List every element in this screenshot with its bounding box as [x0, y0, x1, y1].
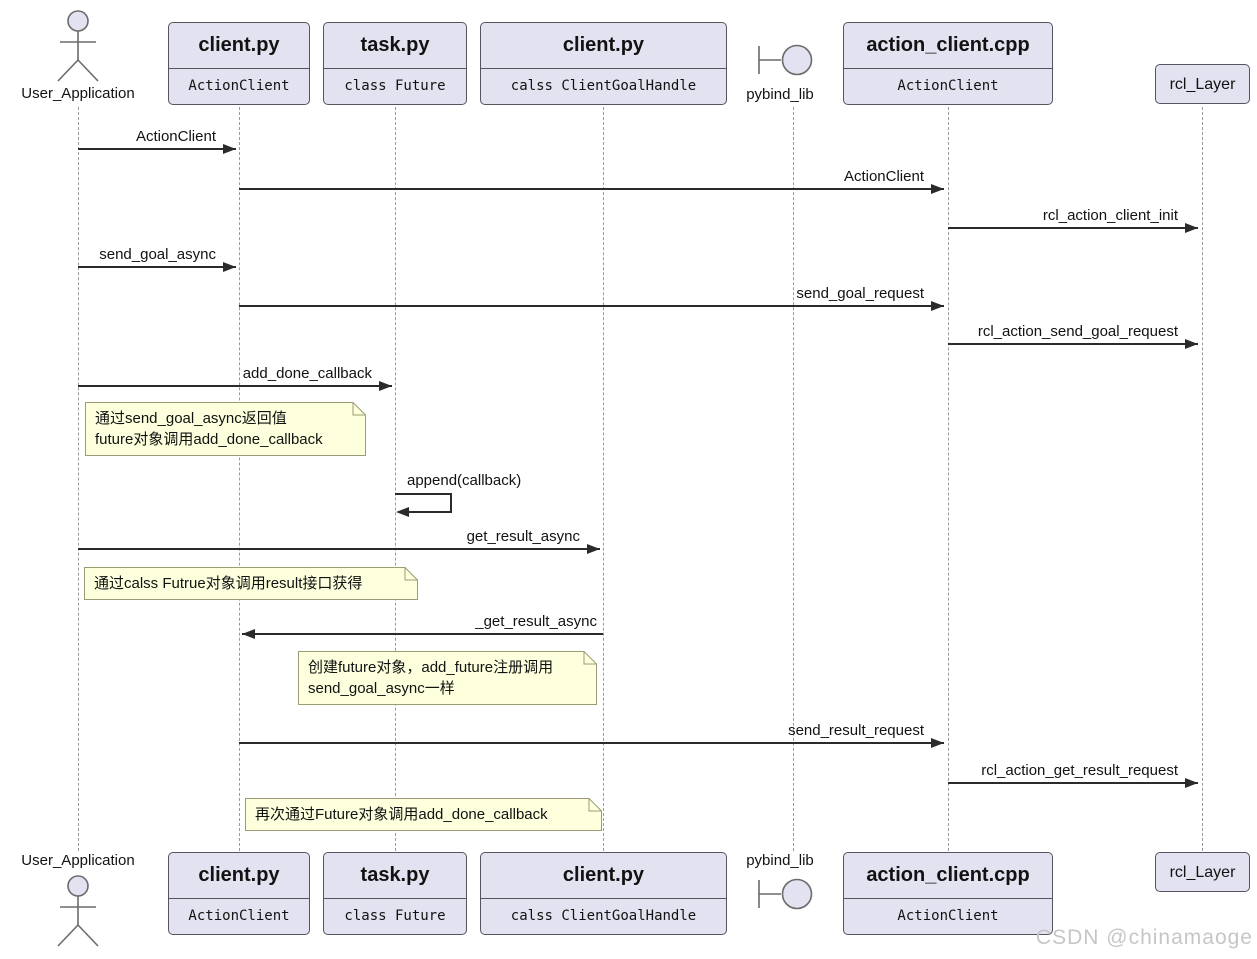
message-5-line — [948, 343, 1198, 345]
message-7-line-top — [395, 493, 450, 495]
message-2-label: rcl_action_client_init — [1042, 207, 1178, 224]
message-4-label: send_goal_request — [796, 285, 924, 302]
message-10-label: send_result_request — [788, 722, 924, 739]
lifeline-user-application — [78, 107, 79, 851]
participant-task-py-future-title: task.py — [360, 34, 430, 56]
participant-client-py-clientgoalhandle-bottom: client.py calss ClientGoalHandle — [480, 852, 727, 935]
note-2-shape — [298, 651, 597, 705]
message-6-arrowhead — [379, 381, 392, 391]
message-2-line — [948, 227, 1198, 229]
note-3-text: 再次通过Future对象调用add_done_callback — [255, 806, 548, 823]
message-8-line — [78, 548, 600, 550]
participant-client-py-clientgoalhandle-subtitle: calss ClientGoalHandle — [481, 68, 726, 104]
lifeline-client-py-clientgoalhandle — [603, 107, 604, 851]
participant-rcl-layer-bottom: rcl_Layer — [1155, 852, 1250, 892]
message-4-line — [239, 305, 944, 307]
participant-client-py-clientgoalhandle-subtitle: calss ClientGoalHandle — [481, 898, 726, 934]
message-11-arrowhead — [1185, 778, 1198, 788]
message-7-arrowhead — [396, 507, 409, 517]
participant-client-py-clientgoalhandle-title: client.py — [562, 34, 645, 56]
message-7-line-right — [450, 493, 452, 511]
message-9-line — [242, 633, 603, 635]
message-0-arrowhead — [223, 144, 236, 154]
participant-action-client-cpp-title: action_client.cpp — [866, 34, 1030, 56]
message-6-label: add_done_callback — [242, 365, 372, 382]
lifeline-rcl-layer — [1202, 107, 1203, 851]
message-9-arrowhead — [242, 629, 255, 639]
participant-action-client-cpp-title: action_client.cpp — [866, 864, 1030, 886]
message-1-label: ActionClient — [843, 168, 924, 185]
participant-task-py-future-subtitle: class Future — [324, 68, 466, 104]
participant-client-py-actionclient-title: client.py — [198, 34, 280, 56]
participant-pybind-lib-label: pybind_lib — [746, 852, 814, 869]
message-0-label: ActionClient — [135, 128, 216, 145]
message-4-arrowhead — [931, 301, 944, 311]
participant-client-py-clientgoalhandle-title: client.py — [562, 864, 645, 886]
message-1-line — [239, 188, 944, 190]
message-8-arrowhead — [587, 544, 600, 554]
participant-task-py-future-top: task.py class Future — [323, 22, 467, 105]
message-3-line — [78, 266, 236, 268]
participant-task-py-future-subtitle: class Future — [324, 898, 466, 934]
message-1-arrowhead — [931, 184, 944, 194]
message-3-arrowhead — [223, 262, 236, 272]
actor-figure-user-application — [57, 10, 99, 82]
participant-client-py-actionclient-subtitle: ActionClient — [169, 68, 309, 104]
participant-rcl-layer-top: rcl_Layer — [1155, 64, 1250, 104]
boundary-icon-pybind-lib — [758, 44, 813, 76]
participant-user-application-label: User_Application — [21, 852, 135, 869]
lifeline-action-client-cpp — [948, 107, 949, 851]
message-11-label: rcl_action_get_result_request — [981, 762, 1178, 779]
lifeline-pybind-lib — [793, 107, 794, 851]
message-10-arrowhead — [931, 738, 944, 748]
lifeline-task-py-future — [395, 107, 396, 851]
message-11-line — [948, 782, 1198, 784]
message-9-label: _get_result_async — [475, 613, 597, 630]
note-3-shape — [245, 798, 602, 831]
message-5-label: rcl_action_send_goal_request — [977, 323, 1178, 340]
note-1-shape — [84, 567, 418, 600]
message-6-line — [78, 385, 392, 387]
participant-action-client-cpp-subtitle: ActionClient — [844, 898, 1052, 934]
message-8-label: get_result_async — [466, 528, 580, 545]
actor-figure-user-application — [57, 875, 99, 947]
message-3-label: send_goal_async — [99, 246, 216, 263]
message-0-line — [78, 148, 236, 150]
participant-pybind-lib-label: pybind_lib — [746, 86, 814, 103]
note-1-text: 通过calss Futrue对象调用result接口获得 — [94, 575, 363, 592]
participant-action-client-cpp-subtitle: ActionClient — [844, 68, 1052, 104]
message-5-arrowhead — [1185, 339, 1198, 349]
watermark: CSDN @chinamaoge — [1035, 926, 1253, 949]
message-7-line-bottom — [406, 511, 452, 513]
message-7-label: append(callback) — [407, 472, 522, 489]
note-0-shape — [85, 402, 366, 456]
participant-task-py-future-bottom: task.py class Future — [323, 852, 467, 935]
participant-user-application-label: User_Application — [21, 85, 135, 102]
message-10-line — [239, 742, 944, 744]
participant-task-py-future-title: task.py — [360, 864, 430, 886]
participant-client-py-actionclient-subtitle: ActionClient — [169, 898, 309, 934]
boundary-icon-pybind-lib — [758, 878, 813, 910]
note-1: 通过calss Futrue对象调用result接口获得 — [84, 567, 418, 600]
message-2-arrowhead — [1185, 223, 1198, 233]
participant-client-py-actionclient-title: client.py — [198, 864, 280, 886]
participant-client-py-clientgoalhandle-top: client.py calss ClientGoalHandle — [480, 22, 727, 105]
note-3: 再次通过Future对象调用add_done_callback — [245, 798, 602, 831]
lifeline-client-py-actionclient — [239, 107, 240, 851]
